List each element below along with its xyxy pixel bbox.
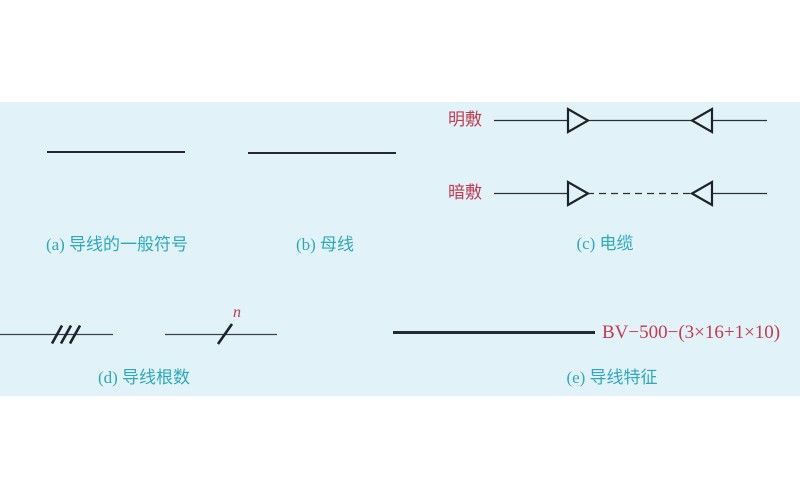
triangle-right-icon bbox=[566, 180, 591, 207]
slash-icon bbox=[68, 324, 82, 345]
conductor-spec-text: BV−500−(3×16+1×10) bbox=[602, 322, 781, 343]
exposed-laying-label: 明敷 bbox=[448, 110, 482, 129]
conductor-count-n-symbol bbox=[165, 323, 277, 345]
conductor-count-n-label: n bbox=[233, 304, 241, 321]
concealed-laying-label: 暗敷 bbox=[448, 183, 482, 202]
caption-e: (e) 导线特征 bbox=[566, 368, 658, 387]
caption-d: (d) 导线根数 bbox=[97, 368, 191, 387]
cable-exposed-symbol bbox=[494, 107, 767, 134]
caption-b: (b) 母线 bbox=[295, 235, 355, 254]
slash-icon bbox=[59, 324, 73, 345]
triangle-left-icon bbox=[689, 107, 714, 134]
caption-a: (a) 导线的一般符号 bbox=[45, 235, 189, 254]
conductor-line-a bbox=[47, 151, 185, 154]
triangle-left-icon bbox=[689, 180, 714, 207]
busbar-line-b bbox=[248, 152, 396, 155]
conductor-count-slashes-symbol bbox=[0, 324, 113, 345]
triangle-right-icon bbox=[566, 107, 591, 134]
conductor-line-e bbox=[393, 331, 595, 334]
cable-concealed-symbol bbox=[494, 180, 767, 207]
slash-icon bbox=[216, 323, 234, 345]
slash-icon bbox=[50, 324, 64, 345]
caption-c: (c) 电缆 bbox=[576, 234, 634, 253]
